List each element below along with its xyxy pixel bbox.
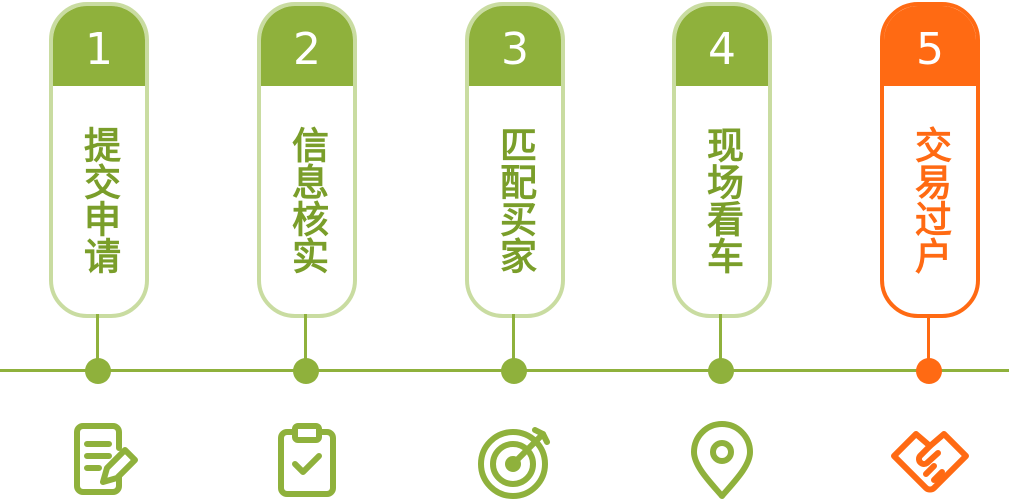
timeline-dot <box>293 358 319 384</box>
target-icon <box>478 427 550 499</box>
step-label: 信息核实 <box>285 126 329 274</box>
step-1: 1 提交申请 <box>49 0 149 504</box>
step-card: 1 提交申请 <box>49 2 149 318</box>
step-label: 提交申请 <box>77 126 121 274</box>
edit-document-icon <box>74 423 138 495</box>
step-connector <box>304 314 307 370</box>
step-4: 4 现场看车 <box>672 0 772 504</box>
step-3: 3 匹配买家 <box>465 0 565 504</box>
step-5: 5 交易过户 <box>880 0 980 504</box>
step-card: 3 匹配买家 <box>465 2 565 318</box>
location-pin-icon <box>691 421 753 499</box>
step-number: 4 <box>676 6 768 86</box>
step-number: 3 <box>469 6 561 86</box>
step-card: 2 信息核实 <box>257 2 357 318</box>
step-2: 2 信息核实 <box>257 0 357 504</box>
step-label: 匹配买家 <box>493 126 537 274</box>
timeline-dot <box>85 358 111 384</box>
step-connector <box>512 314 515 370</box>
step-connector <box>96 314 99 370</box>
step-connector <box>719 314 722 370</box>
step-card: 5 交易过户 <box>880 2 980 318</box>
step-connector <box>927 314 930 370</box>
step-card: 4 现场看车 <box>672 2 772 318</box>
step-number: 1 <box>53 6 145 86</box>
step-number: 2 <box>261 6 353 86</box>
step-label: 现场看车 <box>700 126 744 274</box>
timeline-dot <box>501 358 527 384</box>
timeline-dot <box>708 358 734 384</box>
step-number: 5 <box>884 6 976 86</box>
clipboard-check-icon <box>278 423 336 497</box>
timeline-dot <box>916 358 942 384</box>
step-label: 交易过户 <box>908 126 952 274</box>
handshake-icon <box>891 431 969 493</box>
